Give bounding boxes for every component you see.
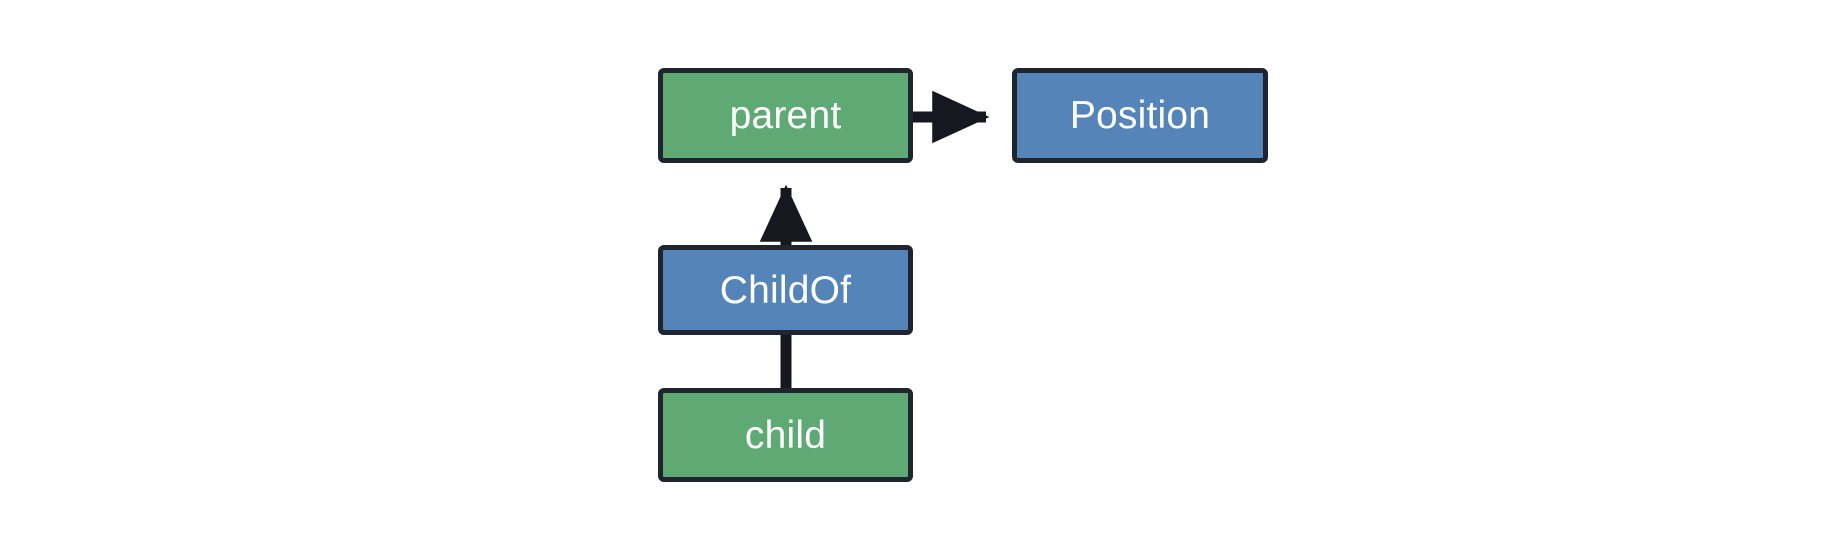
node-childof-label: ChildOf: [719, 268, 852, 312]
node-parent[interactable]: parent: [658, 68, 913, 163]
node-child-label: child: [744, 413, 827, 457]
node-position-label: Position: [1069, 94, 1211, 137]
node-parent-label: parent: [729, 94, 842, 137]
node-childof[interactable]: ChildOf: [658, 245, 913, 335]
node-child[interactable]: child: [658, 388, 913, 482]
node-position[interactable]: Position: [1012, 68, 1268, 163]
